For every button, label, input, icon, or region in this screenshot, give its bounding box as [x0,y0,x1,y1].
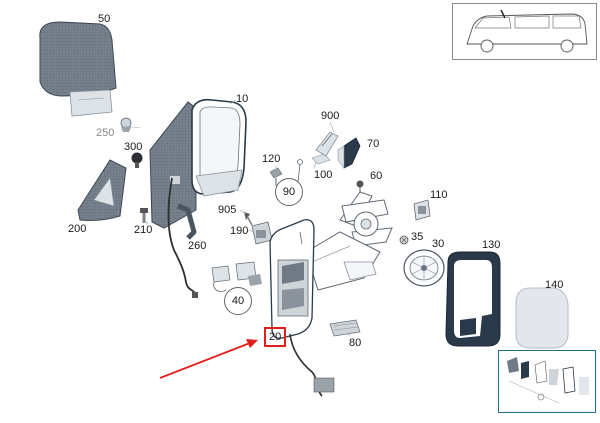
part-100-clip[interactable] [311,153,331,165]
part-20-glass-plate[interactable] [269,219,335,397]
label-30[interactable]: 30 [432,238,445,250]
label-260[interactable]: 260 [188,240,207,252]
part-mirror-bracket[interactable] [305,191,393,291]
part-110-bracket[interactable] [413,199,431,221]
label-250[interactable]: 250 [96,127,115,139]
label-50[interactable]: 50 [98,13,111,25]
label-190[interactable]: 190 [230,225,249,237]
part-210-bolt[interactable] [140,208,148,223]
part-10-mirror-housing[interactable] [149,98,247,298]
part-260-wire[interactable] [177,203,197,240]
part-70-lamp[interactable] [337,137,361,169]
detail-inset-thumbnail[interactable] [498,350,596,413]
part-30-motor[interactable] [403,249,445,287]
part-905-screw[interactable] [244,212,253,226]
part-90-fastener[interactable] [297,159,303,183]
label-200[interactable]: 200 [68,223,87,235]
label-10[interactable]: 10 [236,93,249,105]
part-60-screw[interactable] [356,180,364,193]
part-80-connector[interactable] [329,319,361,337]
leader-lines [123,99,351,337]
label-210[interactable]: 210 [134,224,153,236]
label-905[interactable]: 905 [218,204,237,216]
label-900[interactable]: 900 [321,110,340,122]
part-300-screw[interactable] [131,152,143,169]
label-20-highlighted[interactable]: 20 [264,327,287,347]
vehicle-overview-thumbnail[interactable] [452,3,597,60]
part-190-actuator[interactable] [251,221,273,245]
part-250-clip[interactable] [120,117,132,132]
part-900-connector[interactable] [315,131,339,157]
label-35[interactable]: 35 [411,231,424,243]
pointer-arrow [159,339,258,379]
label-130[interactable]: 130 [482,239,501,251]
label-90[interactable]: 90 [275,178,303,206]
label-110[interactable]: 110 [430,189,448,201]
part-50-mirror-cap[interactable] [39,21,117,117]
label-70[interactable]: 70 [367,138,380,150]
part-130-mirror-frame[interactable] [445,251,501,347]
label-140[interactable]: 140 [545,279,564,291]
label-120[interactable]: 120 [262,153,281,165]
label-300[interactable]: 300 [124,141,143,153]
part-140-mirror-glass[interactable] [515,287,569,349]
part-200-triangle-cover[interactable] [77,159,127,221]
part-35-screw[interactable] [399,235,409,245]
label-100[interactable]: 100 [314,169,333,181]
part-40-connector-set[interactable] [211,261,262,292]
label-80[interactable]: 80 [349,337,362,349]
label-60[interactable]: 60 [370,170,383,182]
label-40[interactable]: 40 [224,287,252,315]
